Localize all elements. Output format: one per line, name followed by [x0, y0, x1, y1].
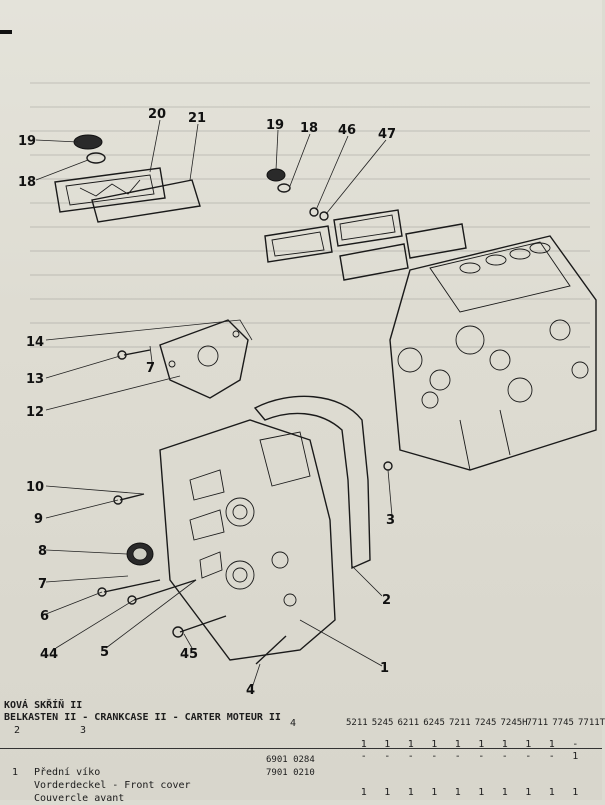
callout-19b: 19 [266, 118, 284, 133]
section-title: KOVÁ SKŘÍŇ II [4, 700, 83, 711]
part-position: 1 [12, 767, 19, 778]
front-gasket [253, 395, 371, 570]
model-col: 5211 [346, 718, 368, 728]
callout-47: 47 [378, 127, 396, 142]
model-col: 7245H [500, 718, 528, 728]
callout-44: 44 [40, 647, 58, 662]
engine-block [383, 235, 597, 471]
valve-cover-left [54, 134, 201, 223]
callout-3: 3 [386, 513, 395, 528]
model-col: 5245 [371, 718, 394, 728]
model-col: 7711T [578, 718, 605, 728]
model-col: 7745 [552, 718, 574, 728]
callout-21: 21 [188, 111, 206, 126]
callout-18a: 18 [18, 175, 36, 190]
callout-numbers: 19 20 21 18 19 18 46 47 14 13 7 12 10 9 … [18, 107, 396, 698]
model-col: 7711 [526, 718, 549, 728]
callout-5: 5 [100, 645, 109, 660]
qty-row-2: ---------1 [360, 751, 579, 762]
bolts [97, 349, 287, 665]
callout-19a: 19 [18, 134, 36, 149]
model-col: 7245 [474, 718, 497, 728]
callout-45: 45 [180, 647, 198, 662]
column-number-2: 2 [14, 725, 21, 736]
column-number-3: 3 [80, 725, 87, 736]
callout-13: 13 [26, 372, 44, 387]
callout-10: 10 [26, 480, 44, 495]
callout-1: 1 [380, 661, 389, 676]
callout-20: 20 [148, 107, 166, 122]
callout-7a: 7 [146, 361, 155, 376]
callout-18b: 18 [300, 121, 318, 136]
callout-9: 9 [34, 512, 43, 527]
callout-46: 46 [338, 123, 356, 138]
column-number-4: 4 [290, 718, 297, 729]
page-corner-mark [0, 30, 12, 34]
callout-2: 2 [382, 593, 391, 608]
callout-4: 4 [246, 683, 255, 698]
model-col: 7211 [449, 718, 471, 728]
part-name-cs: Přední víko [34, 767, 101, 778]
callout-8: 8 [38, 544, 47, 559]
model-columns: 5211 5245 6211 6245 7211 7245 7245H 7711… [346, 718, 605, 728]
cover-plate [159, 319, 249, 399]
part-code: 7901 0210 [266, 768, 315, 778]
model-col: 6211 [397, 718, 420, 728]
table-rule [0, 748, 602, 749]
front-cover [159, 419, 336, 661]
part-code: 6901 0284 [266, 755, 315, 765]
callout-6: 6 [40, 609, 49, 624]
leader-lines [35, 119, 393, 689]
part-name-fr: Couvercle avant [34, 793, 125, 804]
parts-table-header: KOVÁ SKŘÍŇ II BELKASTEN II - CRANKCASE I… [4, 700, 602, 736]
part-name-multilang: Vorderdeckel - Front cover [34, 780, 191, 791]
callout-7b: 7 [38, 577, 47, 592]
callout-14: 14 [26, 335, 44, 350]
model-col: 6245 [423, 718, 445, 728]
bleed-through-text [30, 60, 590, 440]
section-subtitle: BELKASTEN II - CRANKCASE II - CARTER MOT… [4, 712, 281, 723]
callout-12: 12 [26, 405, 44, 420]
exploded-parts-diagram: 19 20 21 18 19 18 46 47 14 13 7 12 10 9 … [18, 107, 597, 698]
valve-cover-right [264, 168, 467, 281]
